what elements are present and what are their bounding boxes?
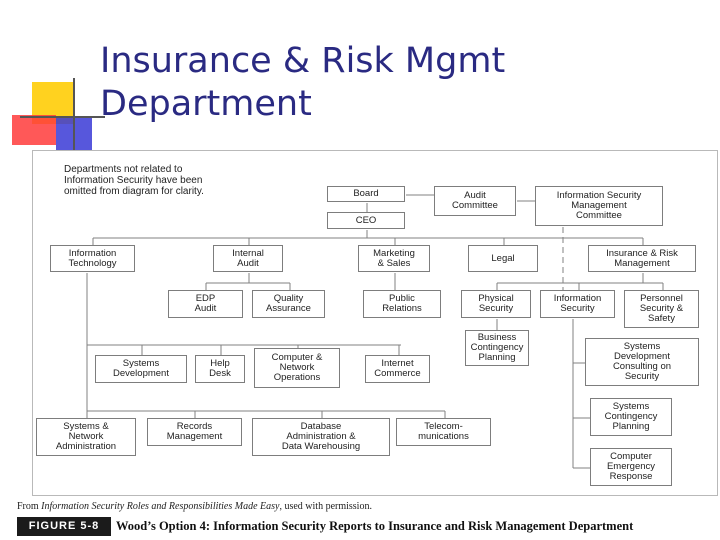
node-information-technology: Information Technology xyxy=(50,245,135,272)
node-internal-audit: Internal Audit xyxy=(213,245,283,272)
node-ceo: CEO xyxy=(327,212,405,229)
node-systems-network-administration: Systems & Network Administration xyxy=(36,418,136,456)
node-computer-emergency-response: Computer Emergency Response xyxy=(590,448,672,486)
node-legal: Legal xyxy=(468,245,538,272)
node-telecommunications: Telecom- munications xyxy=(396,418,491,446)
node-computer-network-operations: Computer & Network Operations xyxy=(254,348,340,388)
node-systems-contingency-planning: Systems Contingency Planning xyxy=(590,398,672,436)
node-systems-development: Systems Development xyxy=(95,355,187,383)
slide-title: Insurance & Risk Mgmt Department xyxy=(100,41,506,124)
node-personnel-security-safety: Personnel Security & Safety xyxy=(624,290,699,328)
node-marketing-sales: Marketing & Sales xyxy=(358,245,430,272)
node-systems-dev-consulting-security: Systems Development Consulting on Securi… xyxy=(585,338,699,386)
node-internet-commerce: Internet Commerce xyxy=(365,355,430,383)
node-board: Board xyxy=(327,186,405,202)
deco-red-square xyxy=(12,115,56,145)
source-prefix: From xyxy=(17,501,42,512)
node-business-contingency-planning: Business Contingency Planning xyxy=(465,330,529,366)
node-audit-committee: Audit Committee xyxy=(434,186,516,216)
connector-lines xyxy=(86,194,664,469)
node-help-desk: Help Desk xyxy=(195,355,245,383)
node-edp-audit: EDP Audit xyxy=(168,290,243,318)
diagram-note: Departments not related to Information S… xyxy=(64,164,204,197)
node-insurance-risk-mgmt: Insurance & Risk Management xyxy=(588,245,696,272)
figure-caption-bar: FIGURE 5-8 Wood’s Option 4: Information … xyxy=(17,517,720,536)
node-infosec-mgmt-committee: Information Security Management Committe… xyxy=(535,186,663,226)
source-suffix: , used with permission. xyxy=(279,501,372,512)
deco-vertical-line xyxy=(73,78,75,158)
node-public-relations: Public Relations xyxy=(363,290,441,318)
figure-caption: Wood’s Option 4: Information Security Re… xyxy=(116,519,634,533)
source-book-title: Information Security Roles and Responsib… xyxy=(41,501,280,512)
node-quality-assurance: Quality Assurance xyxy=(252,290,325,318)
node-database-admin-warehousing: Database Administration & Data Warehousi… xyxy=(252,418,390,456)
deco-horizontal-line xyxy=(20,116,105,118)
node-physical-security: Physical Security xyxy=(461,290,531,318)
node-information-security: Information Security xyxy=(540,290,615,318)
node-records-management: Records Management xyxy=(147,418,242,446)
figure-tag: FIGURE 5-8 xyxy=(17,517,111,536)
source-line: From Information Security Roles and Resp… xyxy=(17,501,372,512)
